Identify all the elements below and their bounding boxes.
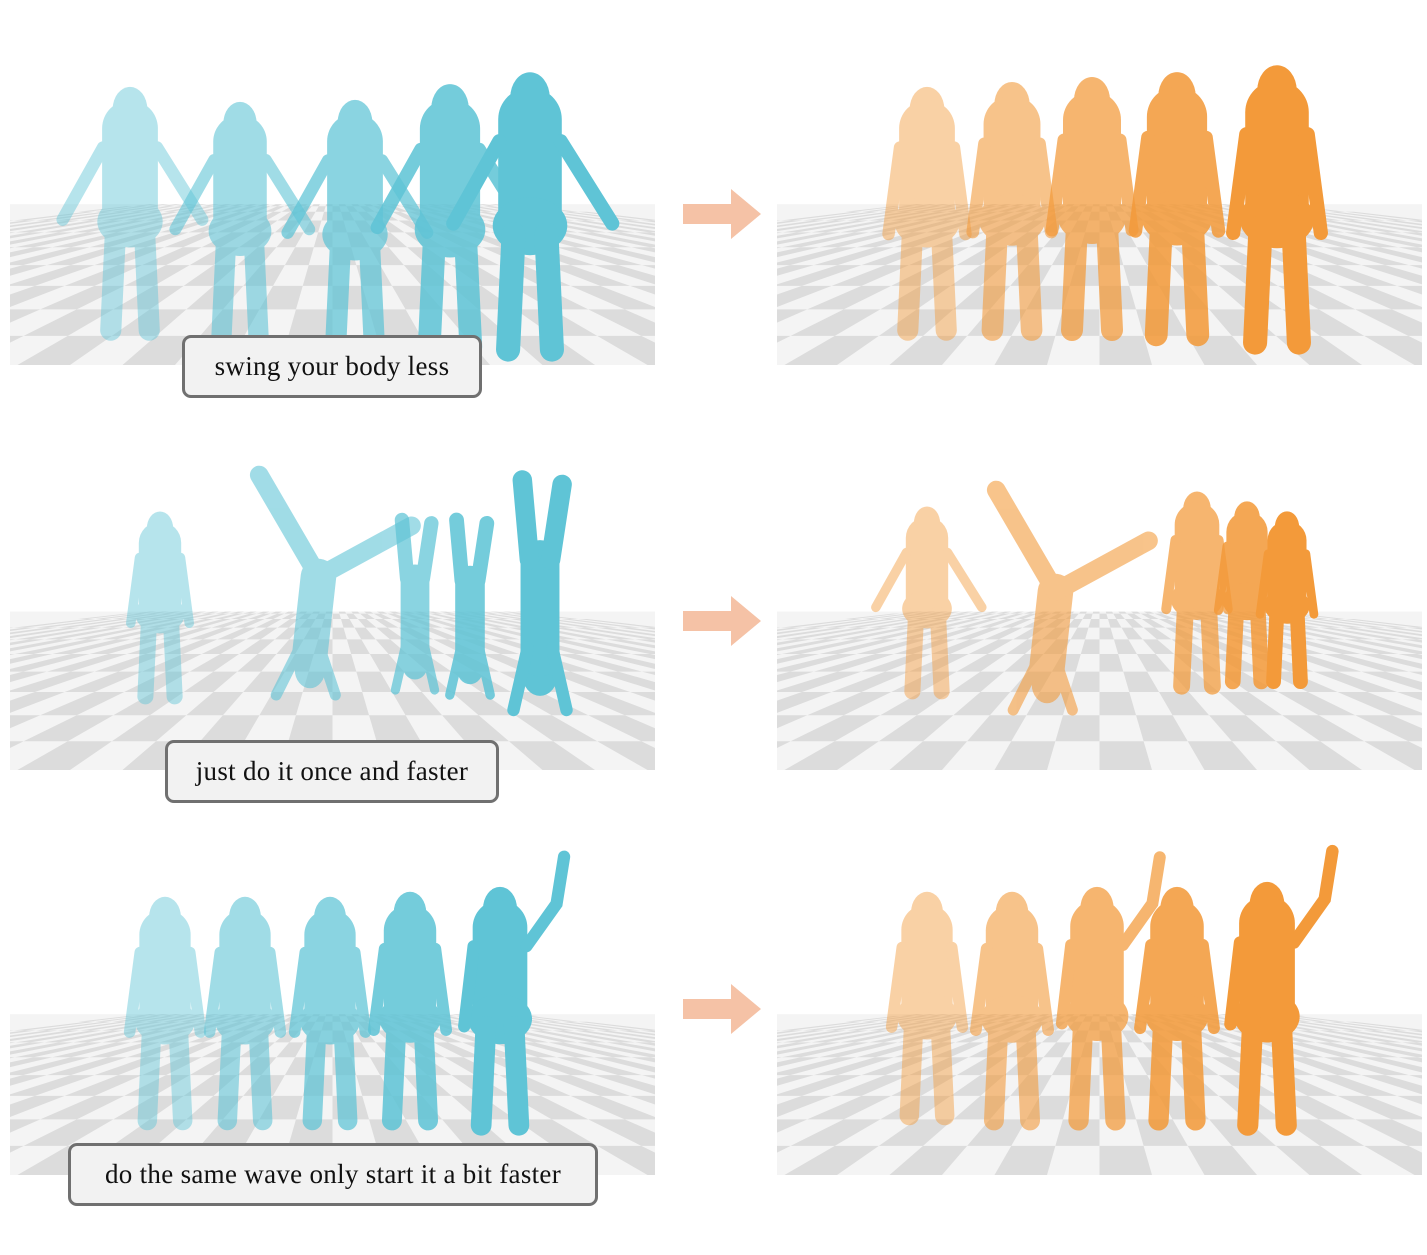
body-mesh-figure [249,465,421,701]
body-mesh-figure [446,72,620,362]
body-mesh-figure [986,480,1158,716]
body-mesh-figure [1134,886,1220,1131]
body-mesh-figure [123,896,207,1131]
caption-text-2: just do it once and faster [195,756,469,786]
right-arrow-icon [683,189,761,239]
caption-text-1: swing your body less [214,351,450,381]
source-motion-render-3 [10,850,655,1175]
body-mesh-figure [969,891,1055,1131]
body-mesh-figure [1045,77,1139,341]
edited-motion-render-3 [777,844,1422,1175]
edited-motion-render-2 [777,480,1422,770]
caption-text-3: do the same wave only start it a bit fas… [104,1159,561,1189]
body-mesh-figure [1226,65,1328,355]
source-motion-render-1 [10,72,655,365]
source-motion-panel-2 [10,440,655,770]
body-mesh-figure [390,512,440,695]
body-mesh-figure [1055,851,1166,1131]
source-motion-render-2 [10,465,655,770]
body-mesh-figure [507,470,573,717]
checkerboard-floor [10,1014,655,1175]
edited-motion-render-1 [777,65,1422,365]
source-motion-panel-3 [10,840,655,1175]
caption-box-2: just do it once and faster [165,740,499,803]
caption-box-3: do the same wave only start it a bit fas… [68,1143,598,1206]
right-arrow-icon [683,596,761,646]
body-mesh-figure [203,896,287,1131]
body-mesh-figure [367,891,453,1131]
body-mesh-figure [966,81,1058,341]
edited-motion-panel-3 [777,840,1422,1175]
body-mesh-figure [370,84,535,359]
body-mesh-figure [885,891,969,1126]
edited-motion-panel-1 [777,30,1422,365]
source-motion-panel-1 [10,30,655,365]
right-arrow-icon [683,984,761,1034]
body-mesh-figure [126,511,194,705]
body-mesh-figure [1255,511,1319,690]
edited-motion-panel-2 [777,440,1422,770]
body-mesh-figure [445,512,495,700]
body-mesh-figure [56,86,209,341]
checkerboard-floor [777,611,1422,770]
caption-box-1: swing your body less [182,335,482,398]
body-mesh-figure [288,896,372,1131]
body-mesh-figure [882,86,972,341]
body-mesh-figure [1128,72,1226,347]
body-mesh-figure [458,850,571,1136]
body-mesh-figure [1224,844,1339,1136]
body-mesh-figure [871,506,987,700]
